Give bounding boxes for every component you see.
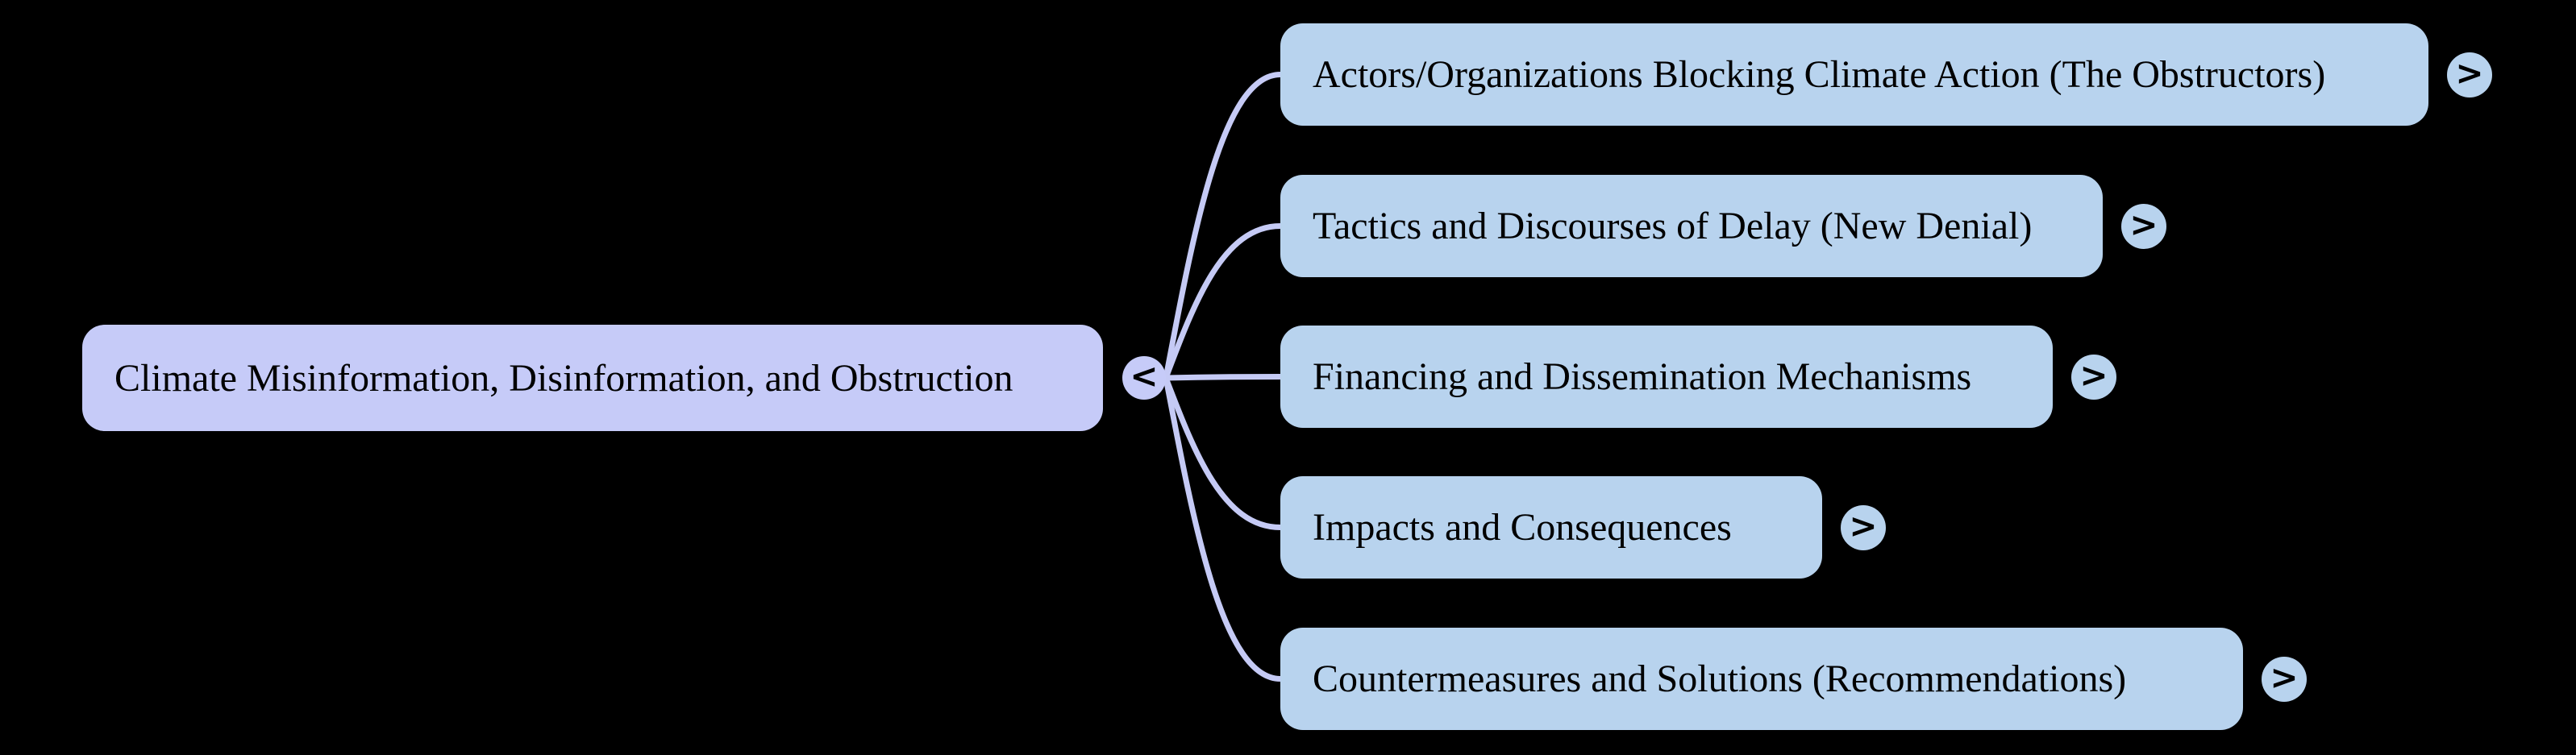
expand-button-financing-dissemination[interactable]: > bbox=[2071, 354, 2116, 400]
child-node-tactics-discourses[interactable]: Tactics and Discourses of Delay (New Den… bbox=[1280, 175, 2103, 277]
root-node-label: Climate Misinformation, Disinformation, … bbox=[114, 356, 1013, 400]
chevron-right-icon: > bbox=[2129, 204, 2158, 244]
root-node-climate-misinformation[interactable]: Climate Misinformation, Disinformation, … bbox=[82, 325, 1103, 431]
link-root-to-child bbox=[1163, 72, 1281, 379]
child-node-label: Financing and Dissemination Mechanisms bbox=[1313, 355, 1972, 398]
child-node-label: Impacts and Consequences bbox=[1313, 506, 1732, 549]
link-root-to-child bbox=[1163, 377, 1281, 682]
link-root-to-child bbox=[1163, 376, 1281, 530]
expand-button-impacts-consequences[interactable]: > bbox=[1841, 504, 1886, 550]
child-node-label: Actors/Organizations Blocking Climate Ac… bbox=[1313, 53, 2326, 96]
child-node-label: Tactics and Discourses of Delay (New Den… bbox=[1313, 205, 2033, 247]
expand-button-countermeasures-solutions[interactable]: > bbox=[2262, 656, 2307, 702]
child-node-countermeasures-solutions[interactable]: Countermeasures and Solutions (Recommend… bbox=[1280, 628, 2243, 730]
expand-button-tactics-discourses[interactable]: > bbox=[2121, 203, 2166, 249]
child-node-label: Countermeasures and Solutions (Recommend… bbox=[1313, 658, 2127, 700]
child-node-actors-organizations[interactable]: Actors/Organizations Blocking Climate Ac… bbox=[1280, 23, 2428, 126]
child-node-impacts-consequences[interactable]: Impacts and Consequences bbox=[1280, 476, 1822, 579]
chevron-right-icon: > bbox=[2455, 52, 2484, 93]
link-root-to-child bbox=[1163, 223, 1281, 380]
chevron-right-icon: > bbox=[1849, 505, 1878, 546]
child-node-financing-dissemination[interactable]: Financing and Dissemination Mechanisms bbox=[1280, 326, 2053, 428]
expand-button-actors-organizations[interactable]: > bbox=[2447, 52, 2492, 97]
chevron-left-icon: < bbox=[1130, 356, 1159, 396]
chevron-right-icon: > bbox=[2270, 657, 2299, 697]
chevron-right-icon: > bbox=[2079, 355, 2108, 395]
root-collapse-button[interactable]: < bbox=[1122, 356, 1166, 400]
link-root-to-child bbox=[1165, 374, 1281, 381]
